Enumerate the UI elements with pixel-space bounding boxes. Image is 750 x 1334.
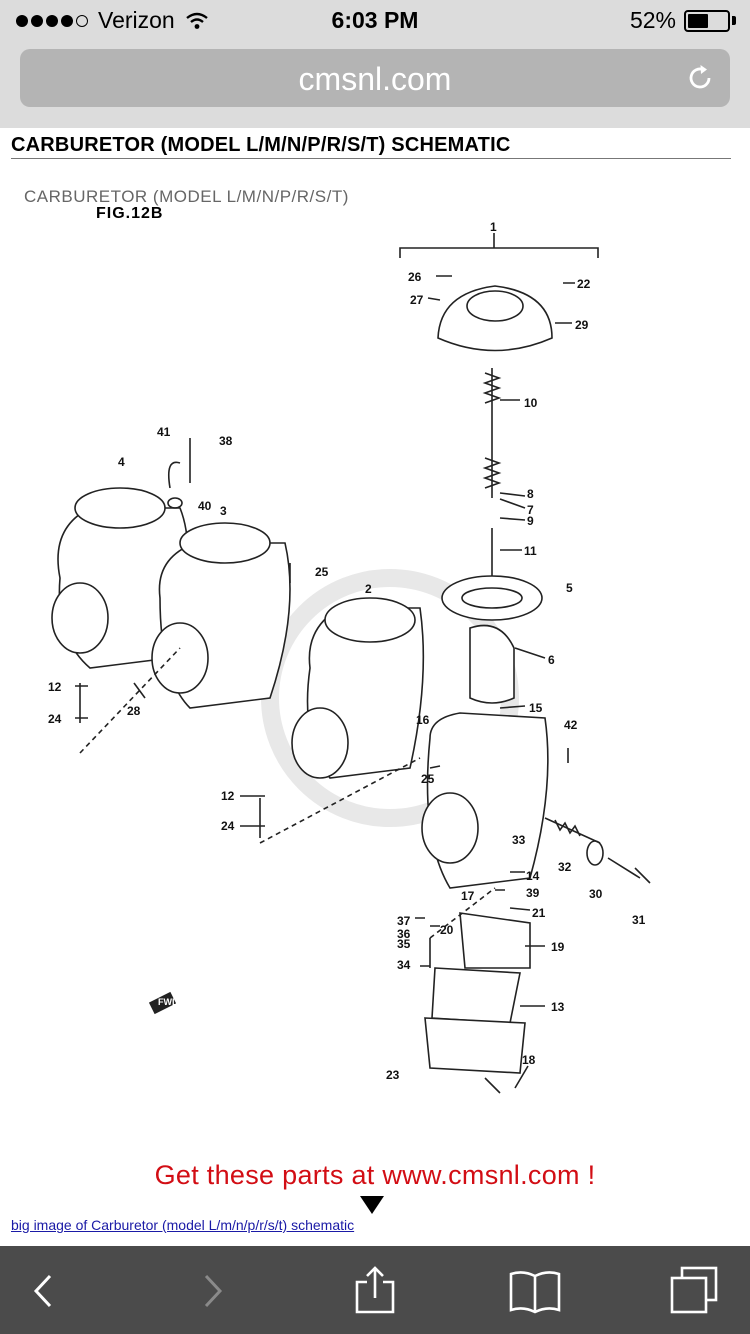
svg-text:12: 12 (221, 789, 235, 803)
svg-text:8: 8 (527, 487, 534, 501)
svg-text:25: 25 (315, 565, 329, 579)
svg-text:36: 36 (397, 927, 411, 941)
browser-chrome: Verizon 6:03 PM 52% cmsnl.com (0, 0, 750, 128)
svg-text:29: 29 (575, 318, 589, 332)
svg-text:25: 25 (421, 772, 435, 786)
carrier-group: Verizon (16, 7, 209, 34)
svg-text:24: 24 (48, 712, 62, 726)
chevron-left-icon[interactable] (14, 1266, 74, 1316)
svg-text:22: 22 (577, 277, 591, 291)
svg-text:32: 32 (558, 860, 572, 874)
svg-text:40: 40 (198, 499, 212, 513)
title-divider (11, 158, 731, 159)
page-content: CARBURETOR (MODEL L/M/N/P/R/S/T) SCHEMAT… (0, 128, 750, 1246)
battery-icon (684, 9, 730, 32)
share-icon[interactable] (345, 1266, 405, 1316)
signal-strength-icon (16, 14, 88, 27)
part-number-labels: 1 2 3 4 5 6 7 8 9 10 11 12 12 13 14 15 1… (48, 220, 646, 1082)
svg-text:12: 12 (48, 680, 62, 694)
figure-label: FIG.12B (96, 205, 164, 222)
arrow-down-icon (360, 1196, 384, 1214)
svg-text:9: 9 (527, 514, 534, 528)
schematic-caption: CARBURETOR (MODEL L/M/N/P/R/S/T) (24, 187, 349, 206)
fwd-label: FWD (158, 997, 179, 1007)
svg-text:30: 30 (589, 887, 603, 901)
svg-text:37: 37 (397, 914, 411, 928)
promo-text: Get these parts at www.cmsnl.com ! (154, 1160, 596, 1190)
svg-text:18: 18 (522, 1053, 536, 1067)
svg-text:1: 1 (490, 220, 497, 234)
svg-text:26: 26 (408, 270, 422, 284)
svg-text:28: 28 (127, 704, 141, 718)
reload-icon[interactable] (684, 62, 716, 94)
svg-text:13: 13 (551, 1000, 565, 1014)
svg-text:23: 23 (386, 1068, 400, 1082)
svg-text:10: 10 (524, 396, 538, 410)
svg-text:27: 27 (410, 293, 424, 307)
address-bar[interactable]: cmsnl.com (20, 49, 730, 107)
svg-text:4: 4 (118, 455, 125, 469)
clock: 6:03 PM (331, 7, 419, 33)
url-text[interactable]: cmsnl.com (298, 61, 452, 97)
svg-text:24: 24 (221, 819, 235, 833)
svg-text:6: 6 (548, 653, 555, 667)
svg-text:15: 15 (529, 701, 543, 715)
svg-text:39: 39 (526, 886, 540, 900)
chevron-right-icon[interactable] (182, 1266, 242, 1316)
carrier-name: Verizon (98, 7, 175, 33)
svg-text:35: 35 (397, 937, 411, 951)
svg-text:16: 16 (416, 713, 430, 727)
svg-text:11: 11 (524, 544, 537, 558)
status-bar: Verizon 6:03 PM 52% (0, 0, 750, 40)
svg-text:38: 38 (219, 434, 233, 448)
wifi-icon (185, 12, 208, 29)
svg-text:21: 21 (532, 906, 546, 920)
safari-toolbar (0, 1246, 750, 1334)
svg-text:3: 3 (220, 504, 227, 518)
page-title: CARBURETOR (MODEL L/M/N/P/R/S/T) SCHEMAT… (11, 134, 511, 156)
svg-text:41: 41 (157, 425, 171, 439)
book-icon[interactable] (505, 1266, 565, 1316)
svg-text:20: 20 (440, 923, 454, 937)
big-image-link[interactable]: big image of Carburetor (model L/m/n/p/r… (11, 1217, 355, 1233)
svg-text:5: 5 (566, 581, 573, 595)
svg-text:31: 31 (632, 913, 646, 927)
carburetor-schematic-image[interactable]: 1 2 3 4 5 6 7 8 9 10 11 12 12 13 14 15 1… (0, 178, 750, 1118)
battery-group: 52% (630, 7, 736, 34)
svg-text:34: 34 (397, 958, 411, 972)
battery-percent: 52% (629, 7, 676, 33)
svg-text:14: 14 (526, 869, 540, 883)
svg-text:42: 42 (564, 718, 578, 732)
svg-text:7: 7 (527, 503, 534, 517)
tabs-icon[interactable] (664, 1266, 724, 1316)
svg-text:17: 17 (461, 889, 475, 903)
svg-text:2: 2 (365, 582, 372, 596)
battery-tip (732, 16, 736, 25)
svg-text:33: 33 (512, 833, 526, 847)
svg-text:19: 19 (551, 940, 565, 954)
